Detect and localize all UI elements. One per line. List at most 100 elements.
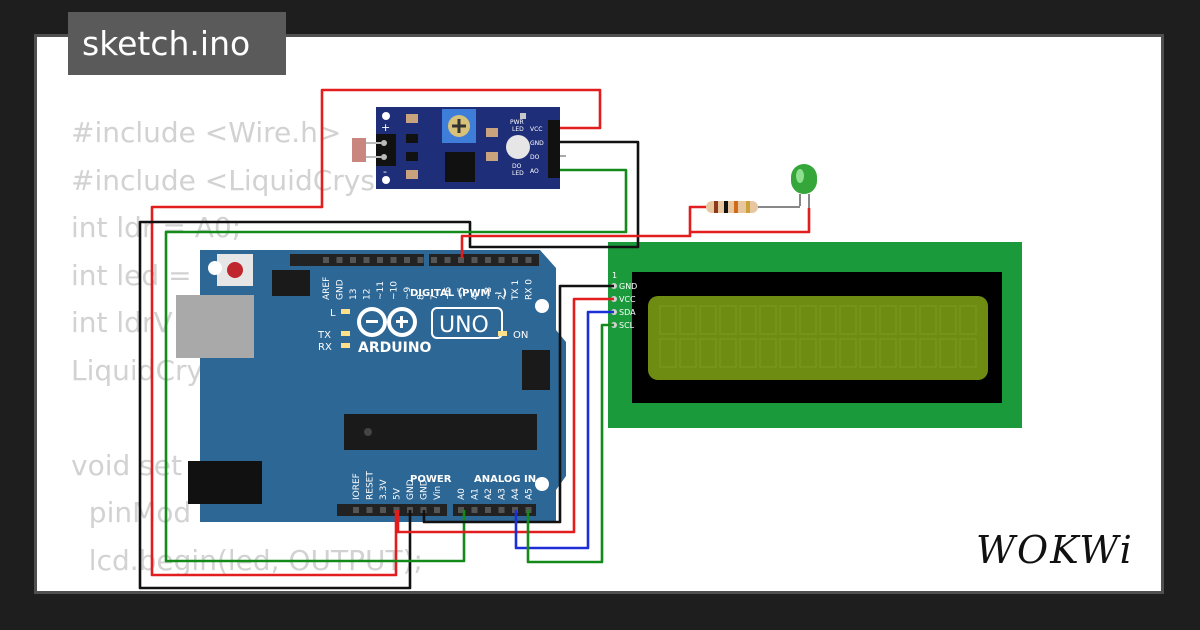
power-label: POWER [410,474,452,485]
header-pin[interactable] [512,257,518,263]
wire-d5-resistor [460,205,706,258]
analog-label: ANALOG IN [474,474,536,485]
power-header [337,504,447,516]
pin-label: ~5 [457,287,467,300]
header-pin[interactable] [366,507,373,513]
pin-label: RX 0 [525,279,535,300]
header-pin[interactable] [363,257,370,263]
header-pin[interactable] [390,257,397,263]
pin-label: 5V [393,487,403,500]
mount-hole [535,299,549,313]
pin-label: GND [336,279,346,300]
pin-label: 12 [363,289,373,300]
code-line: #include <LiquidCrys [71,163,375,197]
header-pin[interactable] [525,257,532,263]
pin-label: ~10 [390,281,400,300]
header-pin[interactable] [498,507,505,513]
header-pin[interactable] [353,507,359,513]
comparator-chip [445,152,475,182]
header-pin[interactable] [471,257,478,263]
pin-label: A3 [498,488,508,500]
code-line: LiquidCry [71,353,204,387]
lcd-pin-label: SCL [619,321,635,330]
header-pin[interactable] [498,257,505,263]
led-rx-label: RX [318,342,332,353]
wire-lcd-scl [526,323,614,564]
arduino-model: UNO [439,313,489,338]
header-pin[interactable] [485,257,491,263]
ldr-pin-label: DO [530,154,540,161]
pin-label: 13 [349,289,359,300]
pin-label: 8 [417,294,427,300]
ldr-minus-label: - [383,165,387,178]
pin-label: RESET [366,471,376,500]
led-tx-label: TX [317,330,331,341]
usb-connector [176,295,254,358]
header-pin[interactable] [336,257,343,263]
pin-label: GND [406,479,416,500]
arduino-uno-board[interactable]: DIGITAL (PWM ~) POWER ANALOG IN ARDUINO … [176,250,566,522]
wire-ldr-gnd [138,140,640,590]
pin-label: ~3 [484,287,494,300]
pin-label: A1 [471,488,481,500]
resistor[interactable] [706,201,758,213]
pin-label: A4 [511,488,521,500]
lcd-pin-index: 1 [612,271,617,280]
lcd-pin-label: SDA [619,308,636,317]
reset-button[interactable] [227,262,243,278]
digital-header-right [429,254,539,266]
wire-led-cathode [690,208,811,234]
header-pin[interactable] [404,257,410,263]
header-pin[interactable] [323,257,329,263]
led-l-label: L [330,308,336,319]
pin-label: 4 [471,294,481,300]
header-pin[interactable] [350,257,356,263]
arduino-logo-icon [357,307,417,337]
header-pin[interactable] [471,507,478,513]
photoresistor-icon [352,138,366,162]
digital-label: DIGITAL (PWM ~) [410,288,507,299]
code-line: #include <Wire.h> [71,116,342,149]
wire-lcd-sda [514,310,614,550]
pin-label: ~11 [376,281,386,300]
code-line: int ldrV [71,306,173,339]
power-on-label: ON [513,330,528,341]
pin-label: ~6 [444,286,454,300]
header-pin[interactable] [377,257,383,263]
sketch-tab[interactable]: sketch.ino [68,12,286,75]
pin-label: 7 [430,294,440,300]
mount-hole [535,477,549,491]
header-pin[interactable] [444,257,451,263]
wires [138,88,811,590]
green-led[interactable] [791,164,817,210]
wokwi-logo: WOKWi [976,528,1134,572]
pin-label: GND [420,479,430,500]
header-pin[interactable] [417,257,424,263]
pin-label: A2 [484,488,494,500]
pin-label: TX 1 [511,280,521,301]
header-pin[interactable] [380,507,386,513]
lcd-pin-label: GND [619,282,637,291]
header-pin[interactable] [431,257,437,263]
ldr-pin-label: GND [530,140,544,147]
ldr-pin-label: VCC [530,126,542,133]
icsp-header [272,270,310,296]
header-pin[interactable] [458,507,464,513]
header-pin[interactable] [485,507,491,513]
wire-ldr-ao [164,168,628,563]
pin-label: A5 [525,488,535,500]
wire-ldr-vcc [150,88,602,577]
header-pin[interactable] [458,257,464,263]
icsp-header-2 [522,350,550,390]
ldr-plus-label: + [381,121,390,134]
code-editor-text: #include <Wire.h> #include <LiquidCrys int… [71,109,423,591]
ldr-connector [376,134,396,166]
header-pin[interactable] [434,507,440,513]
pin-label: Vin [433,486,443,500]
mount-hole [208,261,222,275]
analog-header [453,504,536,516]
